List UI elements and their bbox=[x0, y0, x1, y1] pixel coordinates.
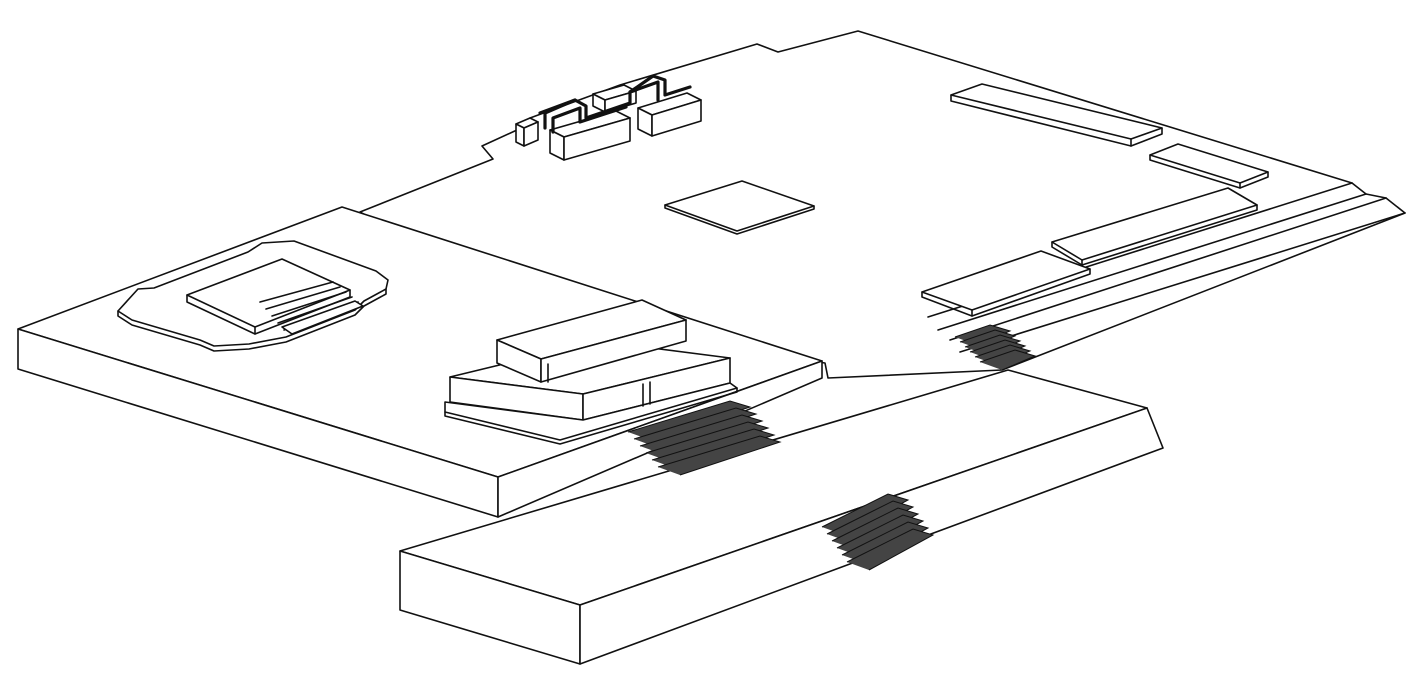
bracket-connector-cluster bbox=[515, 74, 702, 161]
connector-ribbons bbox=[627, 324, 1037, 571]
ribbon-front-board-center bbox=[821, 493, 935, 571]
ribbon-left-to-front bbox=[627, 400, 782, 476]
stacked-module bbox=[444, 299, 738, 445]
memory-slot-1 bbox=[950, 83, 1163, 147]
memory-slot-2 bbox=[1149, 143, 1269, 189]
heatsink-chip bbox=[117, 240, 389, 352]
ribbon-wire bbox=[846, 528, 935, 571]
ribbon-main-to-front bbox=[954, 324, 1037, 371]
ribbon-wire bbox=[657, 435, 782, 476]
ribbon-wire bbox=[979, 349, 1037, 371]
memory-slot-3 bbox=[1051, 187, 1258, 266]
center-chip bbox=[664, 180, 815, 235]
memory-slot-4 bbox=[921, 250, 1091, 317]
